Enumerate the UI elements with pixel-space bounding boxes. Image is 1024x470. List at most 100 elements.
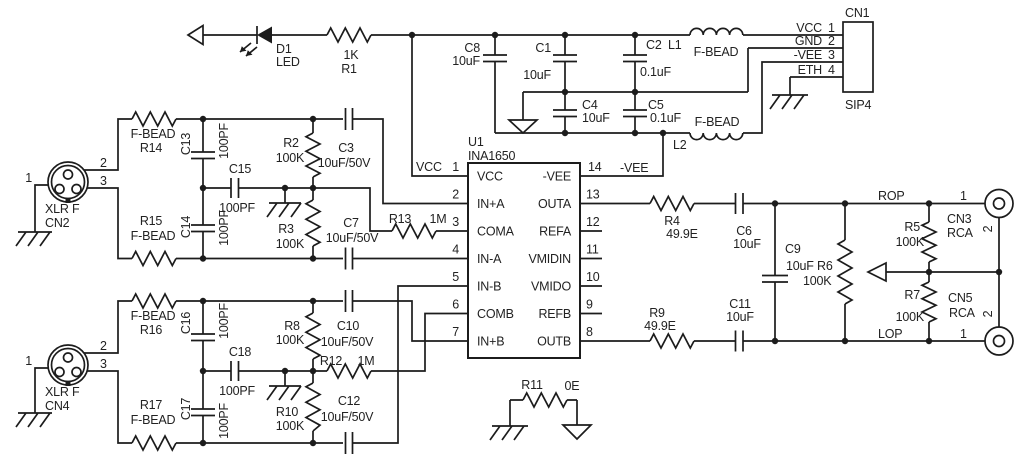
resistor-r14-symbol bbox=[131, 110, 177, 128]
label-r5-ref: R5 bbox=[904, 220, 920, 234]
label-cn3-pin2: 2 bbox=[981, 225, 995, 232]
power-input-arrow-icon bbox=[186, 23, 204, 47]
label-cn3-type: RCA bbox=[947, 226, 974, 240]
label-r8-ref: R8 bbox=[284, 319, 300, 333]
ic-pin-name-outb: OUTB bbox=[537, 335, 571, 349]
label-r11-ref: R11 bbox=[521, 378, 543, 392]
label-cn3-ref: CN3 bbox=[947, 212, 972, 226]
label-cn3-pin1: 1 bbox=[960, 189, 967, 203]
label-c5-ref: C5 bbox=[648, 98, 664, 112]
label-c5-value: 0.1uF bbox=[650, 111, 682, 125]
ic-pin-name-outa: OUTA bbox=[538, 197, 572, 211]
label-cn2-type: XLR F bbox=[45, 202, 80, 216]
ic-pin-num-7: 7 bbox=[452, 325, 459, 339]
label-r16-ref: R16 bbox=[140, 323, 163, 337]
label-c11-ref: C11 bbox=[729, 297, 751, 311]
ic-pin-name-comb: COMB bbox=[477, 307, 514, 321]
xlr-cn2-symbol bbox=[47, 161, 89, 203]
label-r3-value: 100K bbox=[276, 237, 305, 251]
label-r12-value: 1M bbox=[358, 354, 375, 368]
label-c2-ref: C2 bbox=[646, 38, 662, 52]
label-r1-ref: R1 bbox=[341, 62, 357, 76]
label-r3-ref: R3 bbox=[278, 222, 294, 236]
ic-pin-num-13: 13 bbox=[586, 188, 600, 202]
resistor-r7-symbol bbox=[920, 281, 938, 323]
resistor-r10-symbol bbox=[304, 382, 322, 432]
label-c14-ref: C14 bbox=[179, 216, 193, 239]
label-c18-value: 100PF bbox=[219, 384, 255, 398]
label-c4-value: 10uF bbox=[582, 111, 610, 125]
led-d1-symbol bbox=[257, 26, 272, 44]
label-cn1-package: SIP4 bbox=[845, 98, 872, 112]
ic-pin-num-8: 8 bbox=[586, 325, 593, 339]
label-c4-ref: C4 bbox=[582, 98, 598, 112]
resistor-r11-symbol bbox=[522, 391, 568, 409]
resistor-r16-symbol bbox=[131, 292, 177, 310]
label-r1-value: 1K bbox=[344, 48, 360, 62]
resistor-r9-symbol bbox=[649, 332, 695, 350]
led-arrowhead-2 bbox=[246, 50, 253, 56]
xlr-cn2-pin3-contact bbox=[71, 183, 82, 195]
ic-pin-name-in-a: IN-A bbox=[477, 252, 502, 266]
ic-pin-num-2: 2 bbox=[452, 188, 459, 202]
ic-pin-name-in+a: IN+A bbox=[477, 197, 505, 211]
label-r8-value: 100K bbox=[276, 333, 305, 347]
rca-cn3-pin bbox=[992, 197, 1006, 210]
label-c11-value: 10uF bbox=[726, 310, 754, 324]
label-c15-value: 100PF bbox=[219, 201, 255, 215]
label-c18-ref: C18 bbox=[229, 345, 252, 359]
label-cn5-pin1: 1 bbox=[960, 327, 967, 341]
label-net-lop: LOP bbox=[878, 327, 902, 341]
ic-pin-num-5: 5 bbox=[452, 270, 459, 284]
label-cn2-pin1: 1 bbox=[25, 171, 32, 185]
ic-pin-name-vmido: VMIDO bbox=[531, 280, 571, 294]
label-r6-value: 100K bbox=[803, 274, 832, 288]
label-cn2-pin2: 2 bbox=[100, 156, 107, 170]
xlr-cn2-pin1-contact bbox=[54, 183, 65, 195]
label-cn1-pin2-num: 2 bbox=[828, 34, 835, 48]
label-r9-value: 49.9E bbox=[644, 319, 676, 333]
label-c12-ref: C12 bbox=[338, 394, 361, 408]
wires-output bbox=[580, 202, 1000, 342]
xlr-cn4-key-notch bbox=[65, 381, 71, 386]
label-c12-value: 10uF/50V bbox=[321, 410, 374, 424]
label-c1-ref: C1 bbox=[535, 41, 551, 55]
ic-pin-name-vmidin: VMIDIN bbox=[528, 252, 571, 266]
resistor-r5-symbol bbox=[920, 221, 938, 263]
ic-pin-num-9: 9 bbox=[586, 298, 593, 312]
label-cn1-pin3-name: -VEE bbox=[794, 48, 822, 62]
label-r15-ref: R15 bbox=[140, 214, 163, 228]
label-r7-value: 100K bbox=[896, 310, 925, 324]
connector-cn1-body bbox=[842, 21, 874, 93]
label-cn5-pin2: 2 bbox=[981, 310, 995, 317]
resistor-r15-symbol bbox=[131, 249, 177, 268]
label-l1-ref: L1 bbox=[668, 38, 682, 52]
ic-pin-name-vee: -VEE bbox=[543, 170, 571, 184]
label-cn4-pin2: 2 bbox=[100, 339, 107, 353]
label-cn2-ref: CN2 bbox=[45, 216, 70, 230]
label-r2-ref: R2 bbox=[283, 136, 299, 150]
label-net-rop: ROP bbox=[878, 189, 905, 203]
ic-pin-name-coma: COMA bbox=[477, 225, 515, 239]
label-d1-value: LED bbox=[276, 55, 300, 69]
label-r13-ref: R13 bbox=[389, 212, 412, 226]
label-c15-ref: C15 bbox=[229, 162, 252, 176]
resistor-r6-symbol bbox=[836, 239, 854, 305]
label-l1-value: F-BEAD bbox=[694, 45, 739, 59]
ic-pin-name-refb: REFB bbox=[538, 307, 571, 321]
ic-pin-num-14: 14 bbox=[588, 160, 602, 174]
resistor-r1-symbol bbox=[326, 26, 372, 44]
ic-pin-name-in-b: IN-B bbox=[477, 280, 501, 294]
label-r7-ref: R7 bbox=[904, 288, 920, 302]
rca-cn5-pin bbox=[992, 334, 1006, 348]
label-cn1-pin1-name: VCC bbox=[796, 21, 822, 35]
ic-pin-num-4: 4 bbox=[452, 243, 459, 257]
label-u1-pin14-net: -VEE bbox=[620, 161, 648, 175]
label-u1-ref: U1 bbox=[468, 135, 484, 149]
label-l2-ref: L2 bbox=[673, 138, 687, 152]
label-c3-ref: C3 bbox=[338, 141, 354, 155]
label-c16-value: 100PF bbox=[217, 303, 231, 339]
label-r4-value: 49.9E bbox=[666, 227, 698, 241]
label-u1-pin1-net: VCC bbox=[416, 160, 442, 174]
